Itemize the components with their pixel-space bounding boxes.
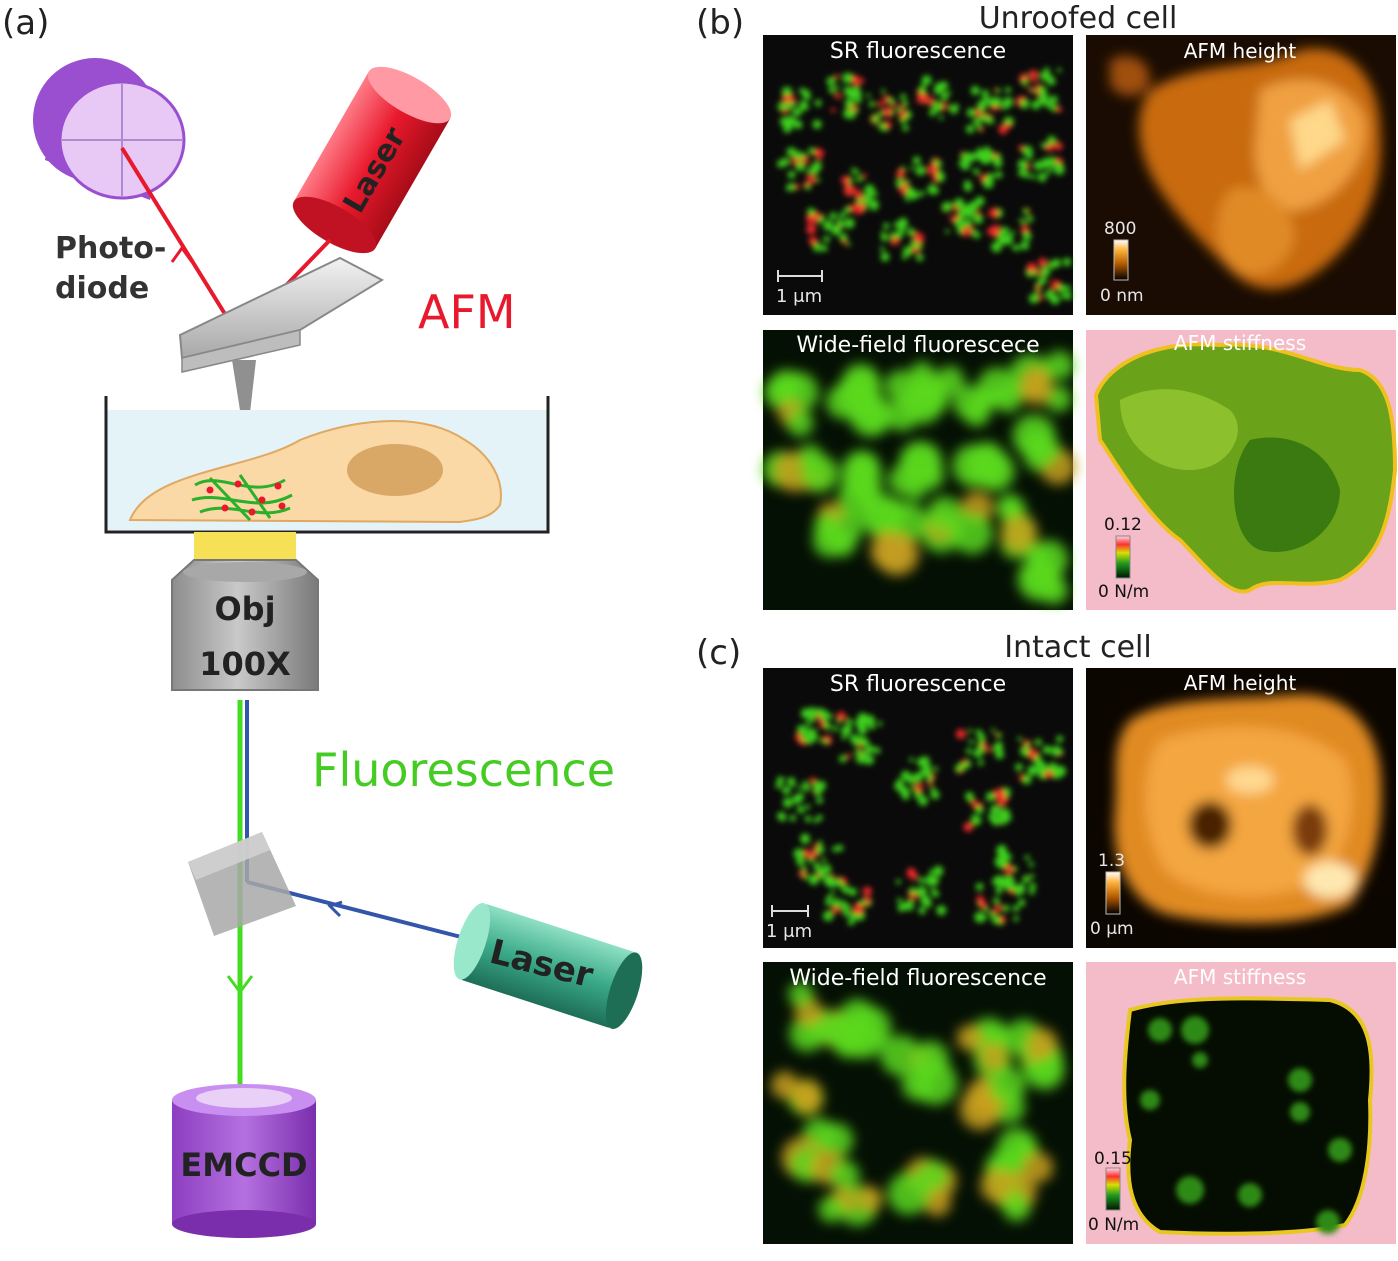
b-height-label: AFM height xyxy=(1184,39,1297,63)
emccd-label: EMCCD xyxy=(180,1146,307,1184)
b-sr-label: SR fluorescence xyxy=(830,39,1006,64)
panel-b-title: Unroofed cell xyxy=(979,1,1178,36)
b-stiffness-max: 0.12 xyxy=(1104,515,1142,535)
panel-b-tag: (b) xyxy=(696,3,744,43)
panel-b: (b) Unroofed cell SR fluorescence 1 μm A… xyxy=(696,1,1398,610)
afm-laser xyxy=(292,66,452,254)
b-stiffness-image: AFM stiffness 0.12 0 N/m xyxy=(1086,330,1398,610)
afm-label: AFM xyxy=(418,285,516,339)
b-height-max: 800 xyxy=(1104,219,1136,239)
b-scale-label: 1 μm xyxy=(776,286,822,307)
b-sr-image: SR fluorescence 1 μm xyxy=(763,35,1073,315)
panel-c-tag: (c) xyxy=(696,633,741,673)
c-widefield-label: Wide-field fluorescence xyxy=(789,966,1046,991)
b-stiffness-min: 0 N/m xyxy=(1098,582,1149,602)
cantilever xyxy=(178,256,385,448)
c-stiffness-image: AFM stiffness 0.15 0 N/m xyxy=(1086,962,1396,1244)
c-scale-label: 1 μm xyxy=(766,921,812,942)
c-stiffness-max: 0.15 xyxy=(1094,1149,1132,1169)
b-stiffness-label: AFM stiffness xyxy=(1174,331,1306,355)
objective-label-2: 100X xyxy=(199,645,291,683)
emccd-camera xyxy=(172,1084,316,1238)
photodiode xyxy=(33,58,186,200)
c-height-image: AFM height 1.3 0 μm xyxy=(1086,668,1396,948)
panel-c-title: Intact cell xyxy=(1004,630,1151,665)
fluorescence-label: Fluorescence xyxy=(312,743,615,797)
c-sr-image: SR fluorescence 1 μm xyxy=(763,668,1073,948)
fluorescence-laser xyxy=(453,902,643,1030)
b-height-min: 0 nm xyxy=(1100,286,1144,306)
objective xyxy=(171,532,319,691)
c-sr-label: SR fluorescence xyxy=(830,672,1006,697)
photodiode-label-2: diode xyxy=(55,271,149,306)
c-widefield-image: Wide-field fluorescence xyxy=(763,962,1073,1244)
c-height-max: 1.3 xyxy=(1098,851,1125,871)
b-height-image: AFM height 800 0 nm xyxy=(1086,35,1396,315)
photodiode-label-1: Photo- xyxy=(55,231,166,266)
c-stiffness-label: AFM stiffness xyxy=(1174,965,1306,989)
c-height-min: 0 μm xyxy=(1090,919,1134,939)
objective-label-1: Obj xyxy=(214,590,275,628)
b-widefield-label: Wide-field fluorescece xyxy=(796,333,1039,358)
panel-c: (c) Intact cell SR fluorescence 1 μm AFM xyxy=(696,630,1396,1244)
b-widefield-image: Wide-field fluorescece xyxy=(762,330,1076,610)
c-stiffness-min: 0 N/m xyxy=(1088,1215,1139,1235)
sample-dish xyxy=(104,396,550,534)
panel-a-tag: (a) xyxy=(2,3,49,43)
panel-a: (a) Photo- diode Laser AFM xyxy=(2,3,643,1238)
c-height-label: AFM height xyxy=(1184,671,1297,695)
